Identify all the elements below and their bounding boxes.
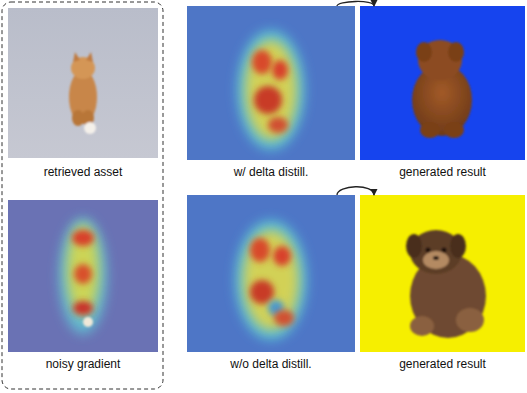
image-panel: w/o delta distill. [187, 195, 355, 374]
noisy-gradient-heatmap [8, 200, 158, 352]
image-panel: w/ delta distill. [187, 6, 355, 182]
panel-caption: generated result [397, 165, 488, 182]
image-panel: generated result [360, 6, 525, 182]
group-outline [2, 2, 163, 389]
curved-arrow [337, 187, 374, 195]
curved-arrow [337, 1, 374, 6]
retrieved-asset-image [8, 8, 158, 158]
image-panel: retrieved asset [8, 8, 158, 182]
image-panel: noisy gradient [8, 200, 158, 374]
generated-result-yellow [360, 195, 525, 352]
panel-caption: generated result [397, 357, 488, 374]
panel-caption: noisy gradient [44, 357, 123, 374]
without-delta-heatmap [187, 195, 355, 352]
panel-caption: retrieved asset [42, 165, 125, 182]
generated-result-blue [360, 6, 525, 160]
panel-caption: w/o delta distill. [228, 357, 313, 374]
panel-caption: w/ delta distill. [232, 165, 311, 182]
image-panel: generated result [360, 195, 525, 374]
with-delta-heatmap [187, 6, 355, 160]
